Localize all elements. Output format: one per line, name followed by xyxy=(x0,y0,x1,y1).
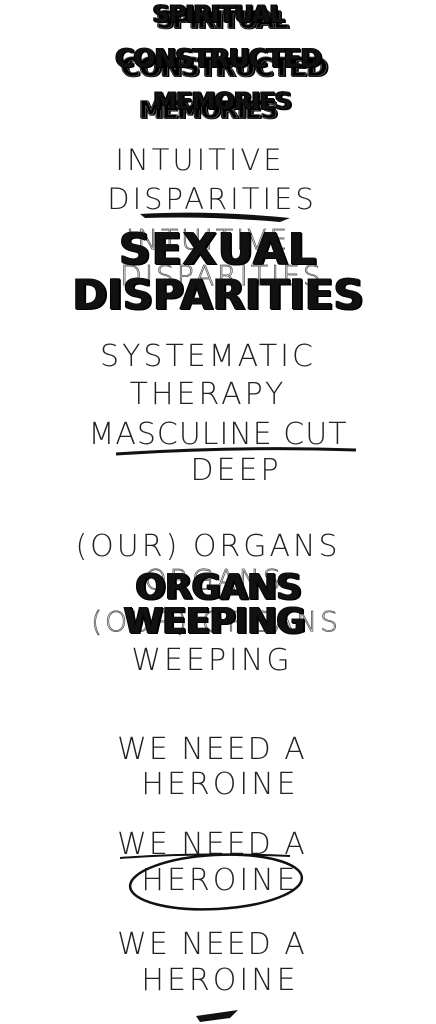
block1-line2: DISPARITIES xyxy=(107,182,317,216)
block2-line1: SYSTEMATIC xyxy=(100,339,316,374)
block3-bold1: ORGANS xyxy=(135,567,302,608)
heroine-3-line1: WE NEED A xyxy=(117,927,307,962)
weeping-strike xyxy=(119,853,291,859)
title-line3-echo: MEMORIES xyxy=(139,96,278,124)
block3-ghost1: ORGANS xyxy=(144,563,284,596)
block1-line1: INTUITIVE xyxy=(115,143,285,177)
block1-bold-line1: SEXUAL xyxy=(118,224,318,275)
title-line1-echo: SPIRITUAL xyxy=(156,6,289,34)
title-line2-echo: CONSTRUCTED xyxy=(121,53,329,83)
block2-line3: MASCULINE CUT xyxy=(88,417,348,452)
heroine-3-line2: HEROINE xyxy=(141,963,299,998)
block3-ghost2: (OUR) ORGANS xyxy=(91,605,341,638)
masculine-underline xyxy=(115,447,357,456)
heroine-circle xyxy=(128,853,304,911)
heroine-1-line2: HEROINE xyxy=(141,767,299,802)
block1-ghost2: DISPARITIES xyxy=(120,259,324,292)
block2-line4: DEEP xyxy=(190,453,282,488)
title-line2: CONSTRUCTED xyxy=(115,44,322,74)
disparities-underline xyxy=(140,212,290,222)
title-line3: MEMORIES xyxy=(153,87,292,115)
block3-line2: WEEPING xyxy=(131,643,293,678)
heroine-1-line1: WE NEED A xyxy=(117,732,307,767)
block3-bold2: WEEPING xyxy=(123,601,305,642)
block1-bold-line2: DISPARITIES xyxy=(72,270,364,319)
block2-line2: THERAPY xyxy=(129,377,287,412)
block1-ghost1: INTUITIVE xyxy=(125,223,291,256)
block3-line1: (OUR) ORGANS xyxy=(75,529,341,564)
bottom-scribble xyxy=(196,1010,238,1022)
title-line1: SPIRITUAL xyxy=(152,0,284,28)
heroine-2-line2: HEROINE xyxy=(141,863,299,898)
